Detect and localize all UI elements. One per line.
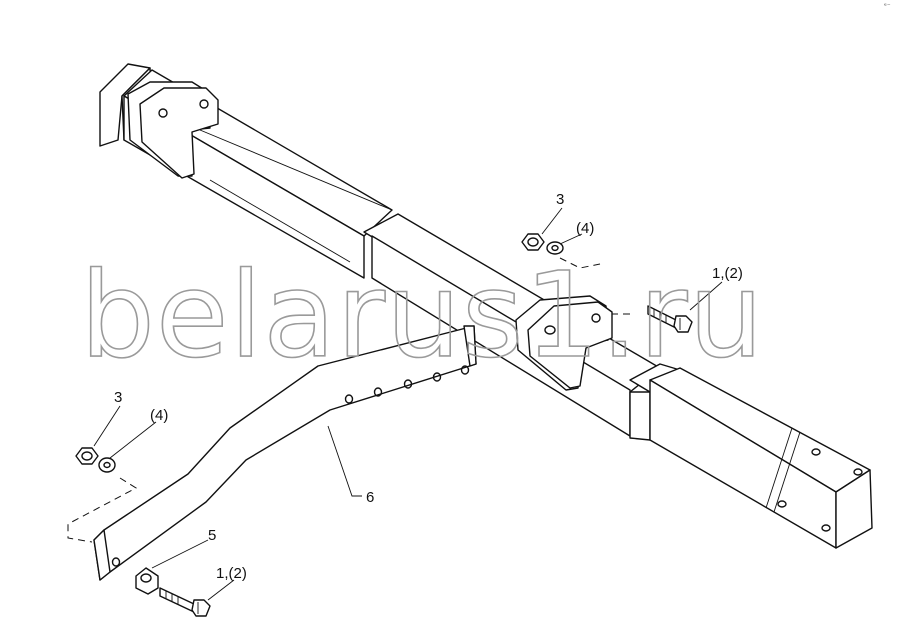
bottom-bolt-icon (159, 587, 211, 617)
callout-arm: 6 (366, 489, 374, 506)
spacer-bushing-icon (135, 567, 159, 595)
top-bolt-icon (647, 305, 693, 333)
rear-bracket (127, 81, 219, 179)
callout-bolt-bottom: 1,(2) (216, 565, 247, 582)
corner-mark: ᵉ⁻ (884, 2, 891, 10)
top-washer-icon (546, 241, 564, 255)
swing-arm (93, 325, 477, 581)
watermark: belarus1.ru (80, 246, 764, 384)
callout-bolt-top: 1,(2) (712, 265, 743, 282)
left-washer-icon (98, 457, 116, 473)
callout-nut-top: 3 (556, 191, 564, 208)
left-nut-icon (75, 447, 99, 465)
callout-spacer: 5 (208, 527, 216, 544)
front-bracket (515, 295, 613, 391)
callout-washer-left: (4) (150, 407, 168, 424)
callout-washer-top: (4) (576, 220, 594, 237)
top-nut-icon (521, 233, 545, 251)
leader-lines (93, 207, 723, 601)
callout-nut-left: 3 (114, 389, 122, 406)
